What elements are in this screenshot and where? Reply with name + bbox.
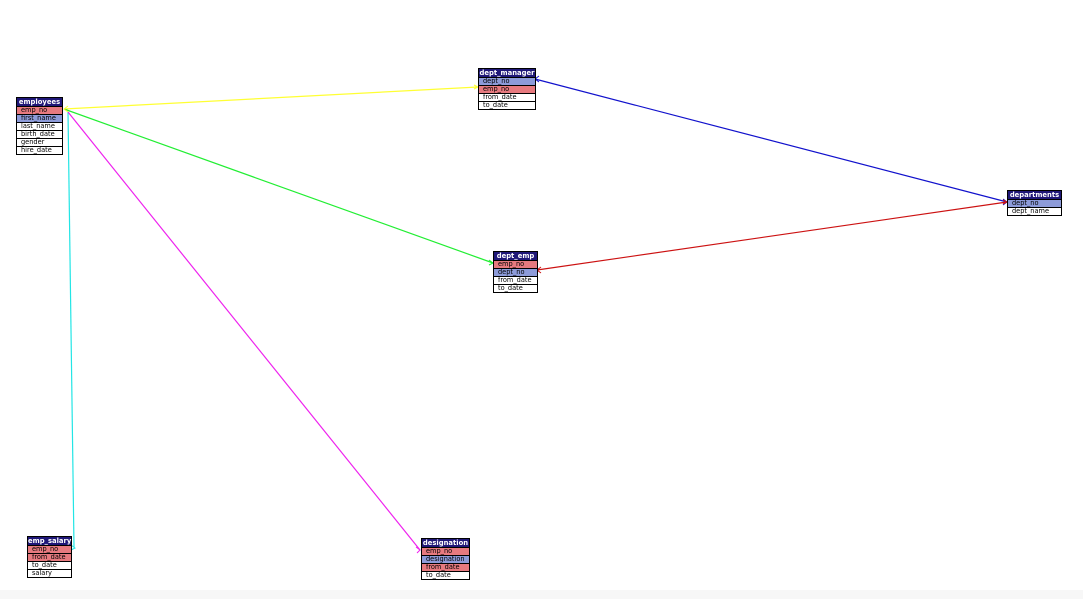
column-first-name: first_name bbox=[17, 114, 62, 122]
table-designation[interactable]: designation emp_no designation from_date… bbox=[421, 538, 470, 580]
column-designation: designation bbox=[422, 555, 469, 563]
column-emp-no: emp_no bbox=[494, 260, 537, 268]
column-to-date: to_date bbox=[28, 561, 71, 569]
relationship-employees-dept-manager bbox=[63, 86, 479, 110]
relationship-employees-emp-salary bbox=[67, 111, 75, 548]
column-from-date: from_date bbox=[494, 276, 537, 284]
column-emp-no: emp_no bbox=[17, 106, 62, 114]
table-title: employees bbox=[17, 98, 62, 106]
table-title: emp_salary bbox=[28, 537, 72, 545]
arrowtail-employees bbox=[63, 105, 69, 113]
table-departments[interactable]: departments dept_no dept_name bbox=[1007, 190, 1062, 216]
column-hire-date: hire_date bbox=[17, 146, 62, 154]
relationship-employees-dept-emp bbox=[63, 108, 494, 264]
arrowhead-designation bbox=[415, 546, 421, 554]
column-to-date: to_date bbox=[494, 284, 537, 292]
table-dept-manager[interactable]: dept_manager dept_no emp_no from_date to… bbox=[478, 68, 536, 110]
column-from-date: from_date bbox=[28, 553, 71, 561]
table-title: dept_emp bbox=[494, 252, 537, 260]
column-dept-no: dept_no bbox=[1008, 199, 1061, 207]
column-last-name: last_name bbox=[17, 122, 62, 130]
column-gender: gender bbox=[17, 138, 62, 146]
column-dept-no: dept_no bbox=[479, 77, 535, 85]
column-emp-no: emp_no bbox=[422, 547, 469, 555]
table-title: dept_manager bbox=[479, 69, 535, 77]
table-dept-emp[interactable]: dept_emp emp_no dept_no from_date to_dat… bbox=[493, 251, 538, 293]
bottom-strip bbox=[0, 590, 1083, 599]
column-emp-no: emp_no bbox=[28, 545, 71, 553]
relationship-employees-designation bbox=[67, 111, 421, 551]
table-title: departments bbox=[1008, 191, 1061, 199]
column-from-date: from_date bbox=[422, 563, 469, 571]
column-birth-date: birth_date bbox=[17, 130, 62, 138]
table-emp-salary[interactable]: emp_salary emp_no from_date to_date sala… bbox=[27, 536, 72, 578]
table-employees[interactable]: employees emp_no first_name last_name bi… bbox=[16, 97, 63, 155]
column-from-date: from_date bbox=[479, 93, 535, 101]
column-emp-no: emp_no bbox=[479, 85, 535, 93]
relationship-dept-manager-departments bbox=[534, 78, 1008, 203]
column-to-date: to_date bbox=[479, 101, 535, 109]
column-salary: salary bbox=[28, 569, 71, 577]
column-dept-no: dept_no bbox=[494, 268, 537, 276]
column-dept-name: dept_name bbox=[1008, 207, 1061, 215]
column-to-date: to_date bbox=[422, 571, 469, 579]
relationship-dept-emp-departments bbox=[536, 201, 1008, 271]
table-title: designation bbox=[422, 539, 469, 547]
